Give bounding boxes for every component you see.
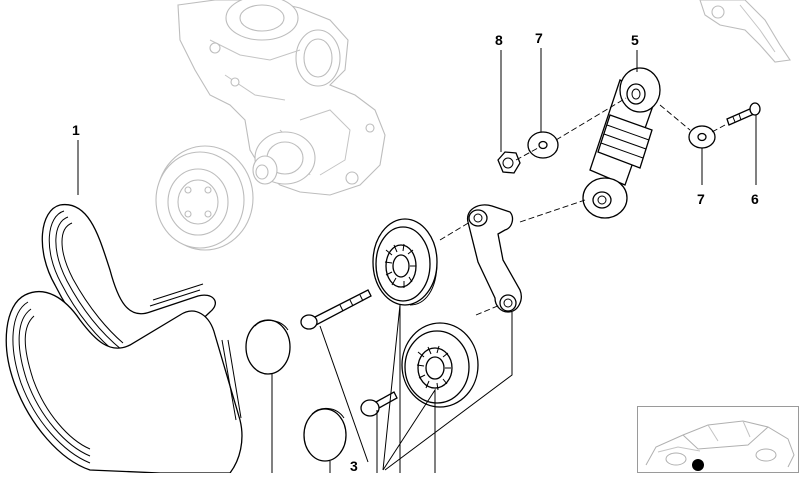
callout-6: 6 [751, 191, 759, 207]
bolt-part-6 [726, 102, 761, 126]
washer-part-7-left [527, 131, 559, 159]
bracket-ghost [699, 0, 791, 63]
callout-7-upper: 7 [535, 30, 543, 46]
washer-part-7-right [688, 125, 716, 149]
idler-pulley-upper [372, 218, 438, 306]
vehicle-location-thumbnail [637, 406, 799, 473]
water-pump-ghost [177, 0, 386, 196]
idler-pulley-lower [401, 322, 479, 408]
dust-cap-upper [245, 319, 291, 375]
leader-lines [77, 48, 757, 473]
nut-part-8 [497, 151, 521, 174]
long-bolt [300, 289, 372, 330]
crank-pulley-ghost [155, 145, 254, 251]
short-bolt [360, 391, 398, 417]
dust-cap-lower [303, 408, 347, 462]
callout-7-lower: 7 [697, 191, 705, 207]
tensioner-damper-part-5 [582, 67, 661, 219]
car-outline-icon [645, 420, 795, 471]
drive-belt-part-1 [5, 204, 243, 473]
tensioner-arm [466, 204, 522, 313]
callout-8: 8 [495, 32, 503, 48]
callout-1: 1 [72, 122, 80, 138]
location-marker-icon [692, 459, 704, 471]
assembly-axes [439, 97, 726, 316]
callout-5: 5 [631, 32, 639, 48]
callout-3: 3 [350, 458, 358, 474]
